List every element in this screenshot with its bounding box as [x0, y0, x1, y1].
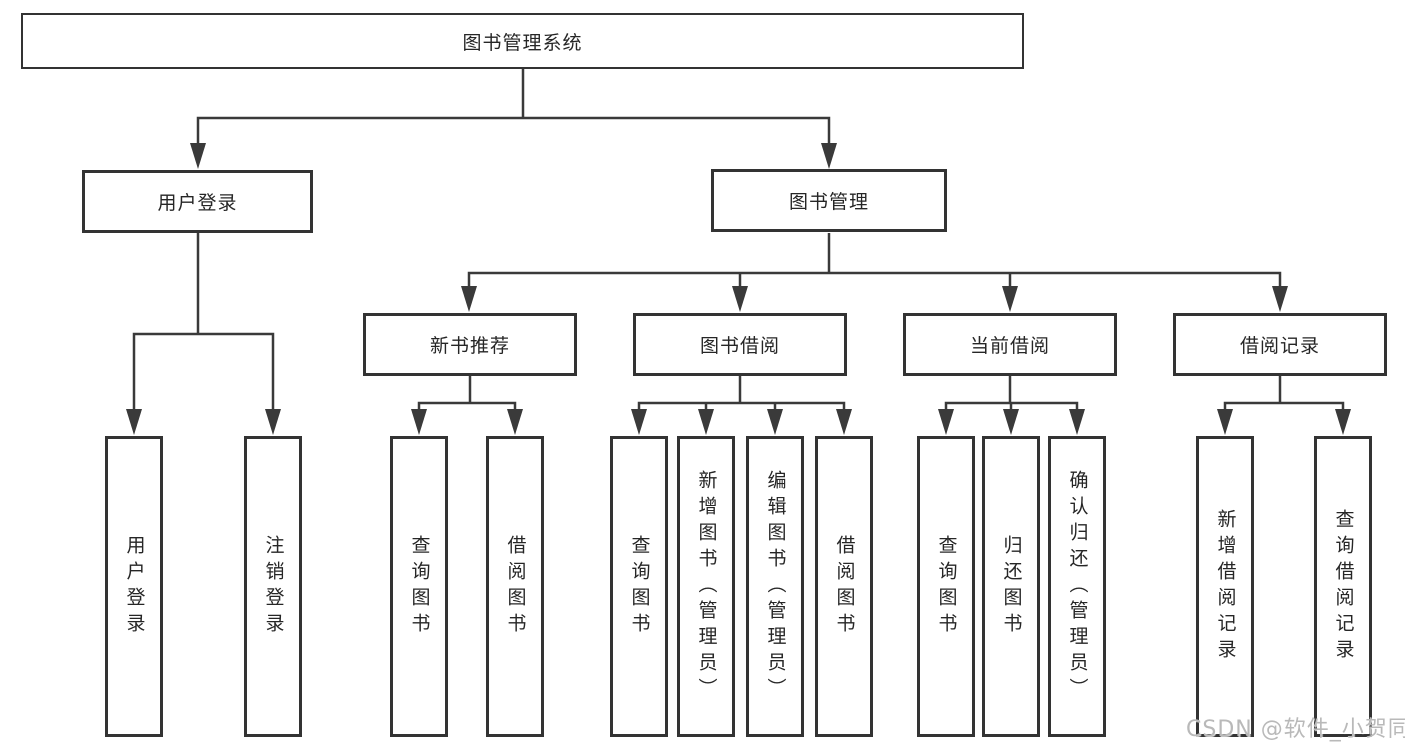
- leaf-user-login: 用户登录: [105, 436, 163, 737]
- arrow-down-icon: [411, 409, 427, 435]
- leaf-recommend-query-books: 查询图书: [390, 436, 448, 737]
- leaf-current-confirm-return-admin: 确认归还（管理员）: [1048, 436, 1106, 737]
- connector-recommend-leaves: [417, 376, 517, 413]
- csdn-watermark: CSDN @软件_小贺同学: [1186, 717, 1405, 742]
- node-root: 图书管理系统: [21, 13, 1024, 69]
- leaf-borrow-edit-books-admin: 编辑图书（管理员）: [746, 436, 804, 737]
- node-book-borrow: 图书借阅: [633, 313, 847, 376]
- arrow-down-icon: [461, 286, 477, 312]
- arrow-down-icon: [732, 286, 748, 312]
- connector-root-to-level2: [196, 69, 831, 146]
- connector-book-mgmt-sections: [467, 233, 1282, 290]
- arrow-down-icon: [1003, 409, 1019, 435]
- connector-user-login-leaves: [132, 233, 275, 413]
- arrow-down-icon: [836, 409, 852, 435]
- arrow-down-icon: [265, 409, 281, 435]
- node-user-login: 用户登录: [82, 170, 313, 233]
- arrow-down-icon: [190, 143, 206, 169]
- node-book-management: 图书管理: [711, 169, 947, 232]
- arrow-down-icon: [938, 409, 954, 435]
- leaf-current-return-books: 归还图书: [982, 436, 1040, 737]
- arrow-down-icon: [821, 143, 837, 169]
- leaf-borrow-borrow-books: 借阅图书: [815, 436, 873, 737]
- arrow-down-icon: [507, 409, 523, 435]
- connector-current-leaves: [944, 376, 1079, 413]
- arrow-down-icon: [698, 409, 714, 435]
- leaf-records-add-borrow-record: 新增借阅记录: [1196, 436, 1254, 737]
- arrow-down-icon: [767, 409, 783, 435]
- node-borrow-records: 借阅记录: [1173, 313, 1387, 376]
- arrow-down-icon: [1335, 409, 1351, 435]
- connector-records-leaves: [1223, 376, 1345, 413]
- leaf-records-query-borrow-record: 查询借阅记录: [1314, 436, 1372, 737]
- arrow-down-icon: [1217, 409, 1233, 435]
- arrow-down-icon: [631, 409, 647, 435]
- leaf-borrow-add-books-admin: 新增图书（管理员）: [677, 436, 735, 737]
- node-current-borrow: 当前借阅: [903, 313, 1117, 376]
- leaf-logout: 注销登录: [244, 436, 302, 737]
- node-new-book-recommend: 新书推荐: [363, 313, 577, 376]
- leaf-current-query-books: 查询图书: [917, 436, 975, 737]
- leaf-recommend-borrow-books: 借阅图书: [486, 436, 544, 737]
- arrow-down-icon: [126, 409, 142, 435]
- leaf-borrow-query-books: 查询图书: [610, 436, 668, 737]
- arrow-down-icon: [1002, 286, 1018, 312]
- arrow-down-icon: [1069, 409, 1085, 435]
- connector-borrow-leaves: [637, 376, 846, 413]
- arrow-down-icon: [1272, 286, 1288, 312]
